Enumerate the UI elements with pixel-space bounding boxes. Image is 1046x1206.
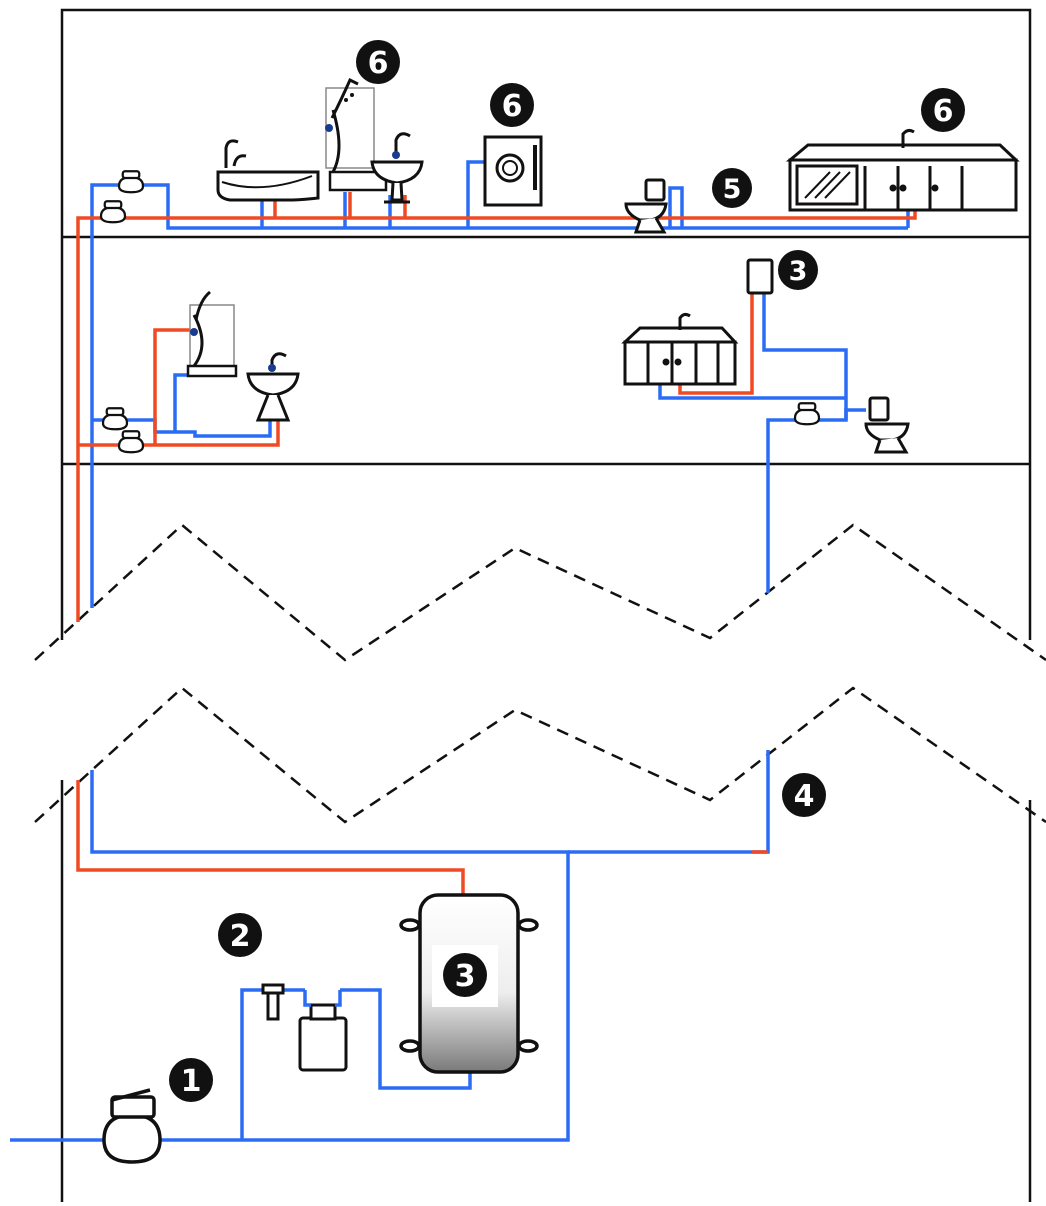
bathtub-icon <box>216 139 320 202</box>
valve-icon <box>117 170 145 194</box>
valve-icon <box>99 200 127 224</box>
toilet-icon <box>624 178 668 234</box>
instant-heater-icon <box>746 258 774 295</box>
callout-3-tank: 3 <box>443 953 487 997</box>
softener-icon <box>298 990 348 1072</box>
building-outline <box>60 8 1032 1202</box>
callout-label: 1 <box>181 1064 202 1099</box>
callout-label: 3 <box>455 959 476 994</box>
callout-label: 6 <box>502 89 523 124</box>
callout-label: 4 <box>794 779 815 814</box>
callout-3-instant: 3 <box>778 250 818 290</box>
valve-icon <box>101 407 129 431</box>
callout-6-washer: 6 <box>490 83 534 127</box>
callout-6-shower: 6 <box>356 40 400 84</box>
washbasin-icon <box>246 352 300 422</box>
callout-1: 1 <box>169 1058 213 1102</box>
callout-label: 2 <box>230 919 251 954</box>
callout-label: 3 <box>789 256 808 287</box>
shower-icon <box>186 290 238 378</box>
water-meter-icon <box>102 1088 162 1164</box>
toilet-icon <box>864 396 910 454</box>
kitchen-cabinet-icon <box>621 312 739 386</box>
callout-2: 2 <box>218 913 262 957</box>
callout-label: 6 <box>933 94 954 129</box>
washing-machine-icon <box>483 135 543 207</box>
valve-icon <box>793 402 821 426</box>
break-lines <box>34 523 1046 824</box>
valve-icon <box>117 430 145 454</box>
callout-label: 6 <box>368 46 389 81</box>
callout-4: 4 <box>782 773 826 817</box>
callout-label: 5 <box>723 174 742 205</box>
callout-6-kitchen: 6 <box>921 88 965 132</box>
kitchen-cabinet-icon <box>785 128 1020 212</box>
valves <box>99 170 821 454</box>
filter-icon <box>261 983 285 1021</box>
callout-5: 5 <box>712 168 752 208</box>
washbasin-icon <box>370 132 424 204</box>
